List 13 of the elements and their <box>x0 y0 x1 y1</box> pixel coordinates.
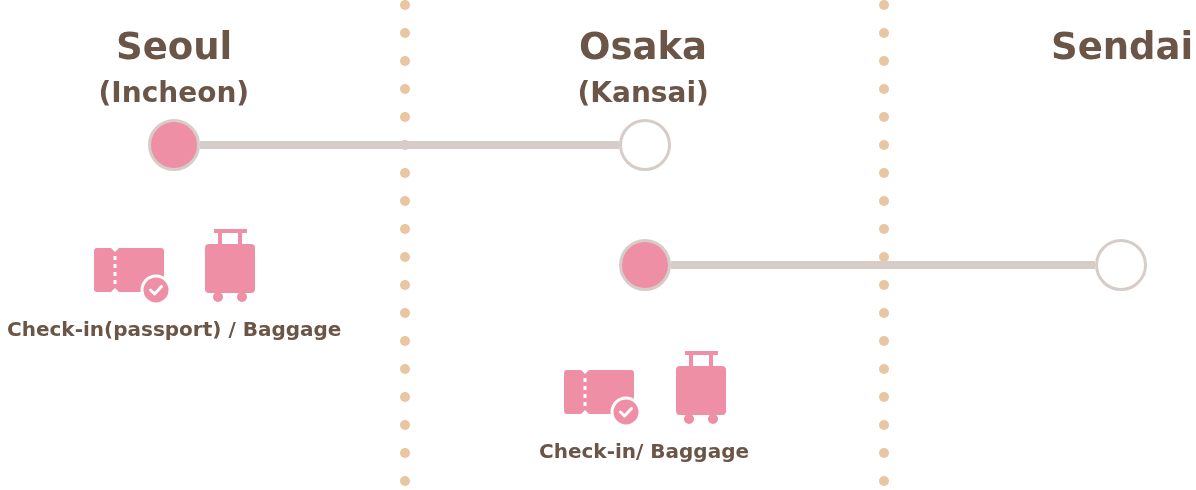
airport-name: (Incheon) <box>98 77 250 109</box>
start-point-marker <box>619 239 671 291</box>
route-line <box>671 261 1095 269</box>
end-point-marker <box>619 119 671 171</box>
airport-name: (Kansai) <box>577 77 709 109</box>
city-name: Osaka <box>579 26 708 68</box>
route-line <box>200 141 619 149</box>
city-name: Seoul <box>116 26 233 68</box>
service-label: Check-in(passport) / Baggage <box>7 318 342 340</box>
service-label: Check-in/ Baggage <box>539 440 750 462</box>
end-point-marker <box>1095 239 1147 291</box>
city-name: Sendai <box>1051 26 1194 68</box>
start-point-marker <box>148 119 200 171</box>
